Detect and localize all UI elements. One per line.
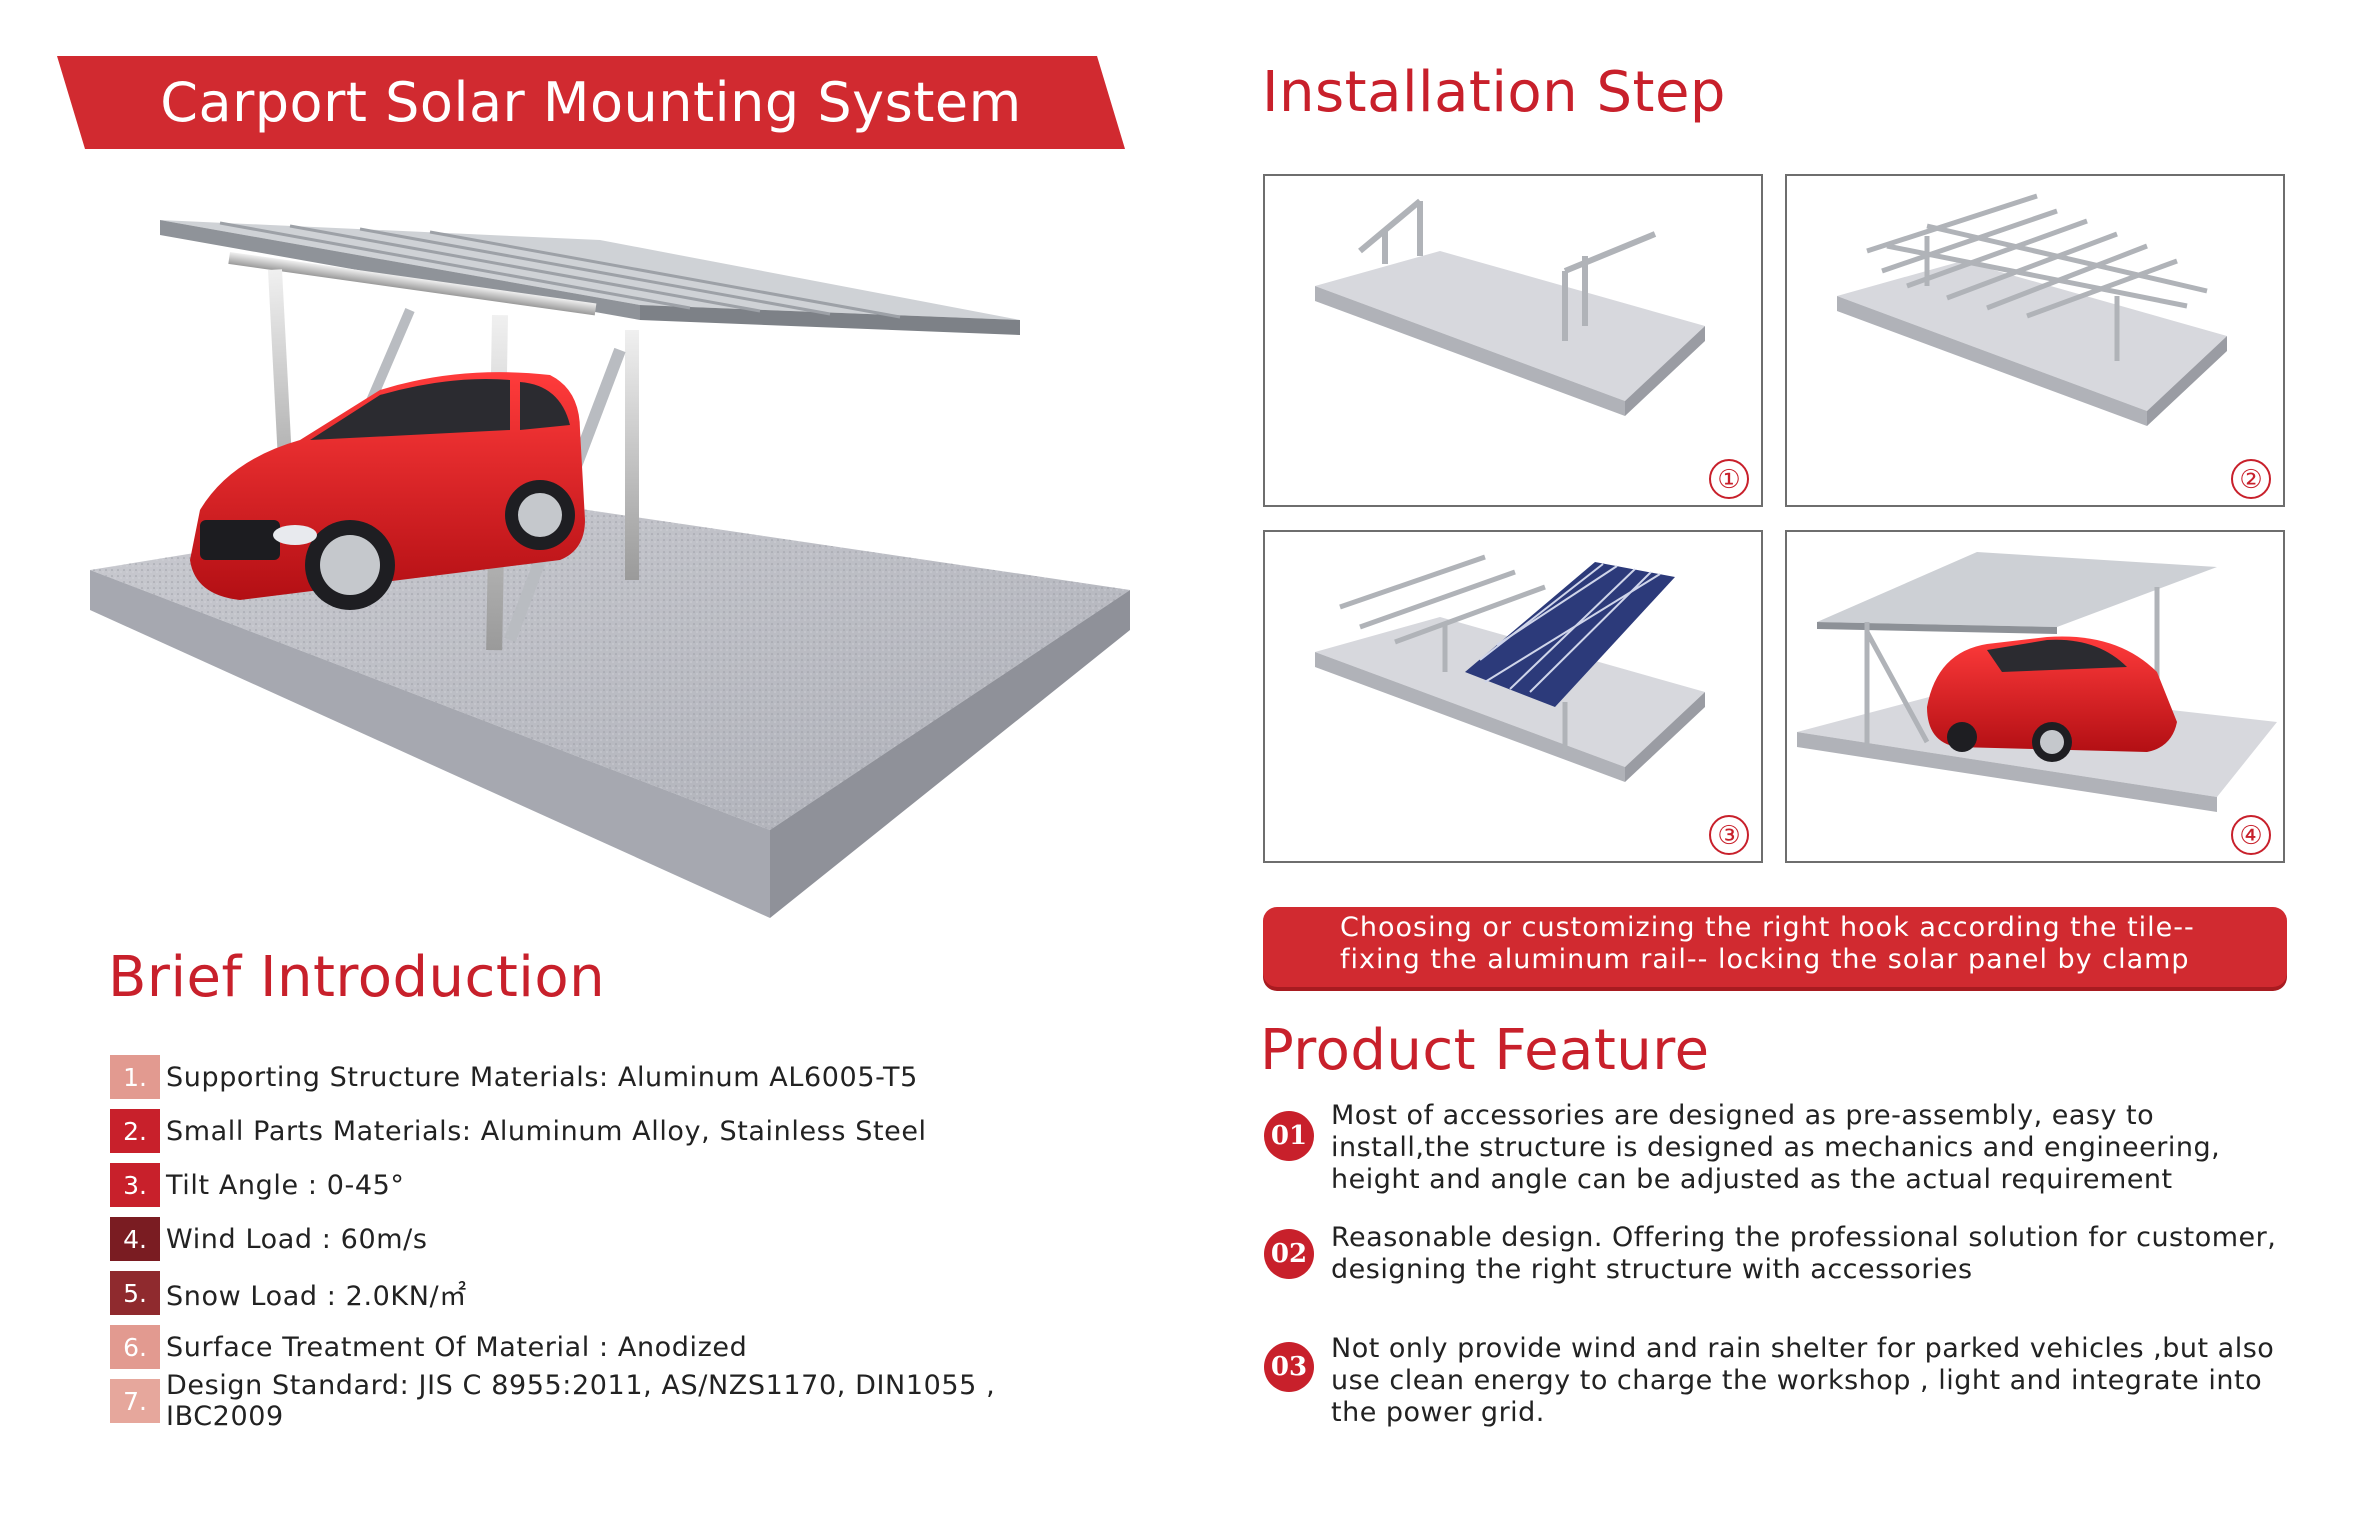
installation-caption-bar: Choosing or customizing the right hook a… bbox=[1263, 907, 2287, 987]
feature-item-2: 02 Reasonable design. Offering the profe… bbox=[1263, 1222, 2293, 1292]
item-number: 4. bbox=[110, 1217, 160, 1261]
product-feature-heading: Product Feature bbox=[1260, 1018, 1710, 1083]
feature-badge: 01 bbox=[1263, 1110, 1315, 1162]
list-item: 3. Tilt Angle : 0-45° bbox=[110, 1158, 1110, 1212]
list-item: 1. Supporting Structure Materials: Alumi… bbox=[110, 1050, 1110, 1104]
feature-text: Not only provide wind and rain shelter f… bbox=[1331, 1333, 2275, 1428]
hero-carport-illustration bbox=[80, 190, 1160, 930]
list-item: 2. Small Parts Materials: Aluminum Alloy… bbox=[110, 1104, 1110, 1158]
item-text: Surface Treatment Of Material : Anodized bbox=[166, 1331, 748, 1363]
feature-text: Reasonable design. Offering the professi… bbox=[1331, 1222, 2277, 1285]
installation-step-1: ① bbox=[1263, 174, 1763, 507]
list-item: 6. Surface Treatment Of Material : Anodi… bbox=[110, 1320, 1110, 1374]
item-text: Design Standard: JIS C 8955:2011, AS/NZS… bbox=[166, 1370, 996, 1432]
feature-badge: 02 bbox=[1263, 1228, 1315, 1280]
page-title: Carport Solar Mounting System bbox=[160, 71, 1022, 134]
item-number: 6. bbox=[110, 1325, 160, 1369]
installation-caption: Choosing or customizing the right hook a… bbox=[1340, 912, 2195, 975]
installation-step-3: ③ bbox=[1263, 530, 1763, 863]
installation-step-heading: Installation Step bbox=[1262, 60, 1726, 125]
item-text: Small Parts Materials: Aluminum Alloy, S… bbox=[166, 1115, 927, 1147]
item-number: 7. bbox=[110, 1379, 160, 1423]
step-number: ② bbox=[2231, 459, 2271, 499]
step-number: ③ bbox=[1709, 815, 1749, 855]
item-text: Supporting Structure Materials: Aluminum… bbox=[166, 1061, 918, 1093]
feature-item-3: 03 Not only provide wind and rain shelte… bbox=[1263, 1333, 2293, 1433]
item-number: 3. bbox=[110, 1163, 160, 1207]
feature-item-1: 01 Most of accessories are designed as p… bbox=[1263, 1100, 2293, 1200]
list-item: 7. Design Standard: JIS C 8955:2011, AS/… bbox=[110, 1370, 1110, 1432]
list-item: 4. Wind Load : 60m/s bbox=[110, 1212, 1110, 1266]
item-text: Snow Load : 2.0KN/㎡ bbox=[166, 1280, 467, 1312]
feature-badge: 03 bbox=[1263, 1341, 1315, 1393]
item-text: Tilt Angle : 0-45° bbox=[166, 1169, 405, 1201]
brief-introduction-list: 1. Supporting Structure Materials: Alumi… bbox=[110, 1050, 1110, 1432]
list-item: 5. Snow Load : 2.0KN/㎡ bbox=[110, 1266, 1110, 1320]
installation-step-4: ④ bbox=[1785, 530, 2285, 863]
title-banner: Carport Solar Mounting System bbox=[57, 56, 1125, 149]
step-number: ① bbox=[1709, 459, 1749, 499]
feature-number: 02 bbox=[1270, 1239, 1308, 1269]
item-number: 2. bbox=[110, 1109, 160, 1153]
item-text: Wind Load : 60m/s bbox=[166, 1223, 428, 1255]
feature-number: 03 bbox=[1270, 1352, 1308, 1382]
brief-introduction-heading: Brief Introduction bbox=[108, 945, 606, 1010]
installation-step-2: ② bbox=[1785, 174, 2285, 507]
feature-number: 01 bbox=[1270, 1121, 1308, 1151]
banner-shape bbox=[57, 56, 1125, 149]
feature-text: Most of accessories are designed as pre-… bbox=[1331, 1100, 2221, 1195]
item-number: 1. bbox=[110, 1055, 160, 1099]
item-number: 5. bbox=[110, 1271, 160, 1315]
step-number: ④ bbox=[2231, 815, 2271, 855]
